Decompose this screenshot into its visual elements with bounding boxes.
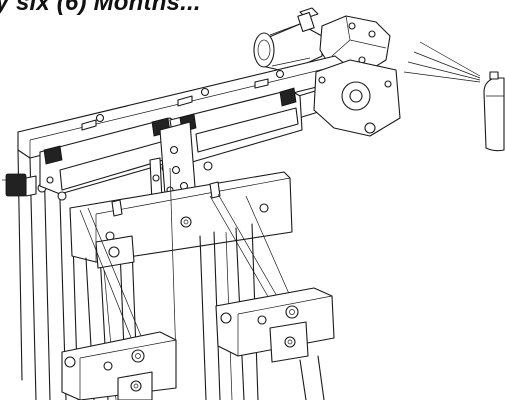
gearbox-bracket <box>313 59 401 137</box>
left-column <box>85 235 139 400</box>
left-carriage <box>61 331 177 400</box>
lift-chains <box>79 167 291 361</box>
limit-switch <box>2 173 47 197</box>
maintenance-interval-heading: ry six (6) Months... <box>0 0 201 16</box>
spray-lines <box>403 41 481 83</box>
left-rack-assembly <box>39 117 179 201</box>
right-rack-assembly <box>169 87 303 171</box>
lubricant-spray-can <box>483 71 505 152</box>
drive-motor <box>253 7 323 73</box>
right-carriage <box>215 287 335 400</box>
